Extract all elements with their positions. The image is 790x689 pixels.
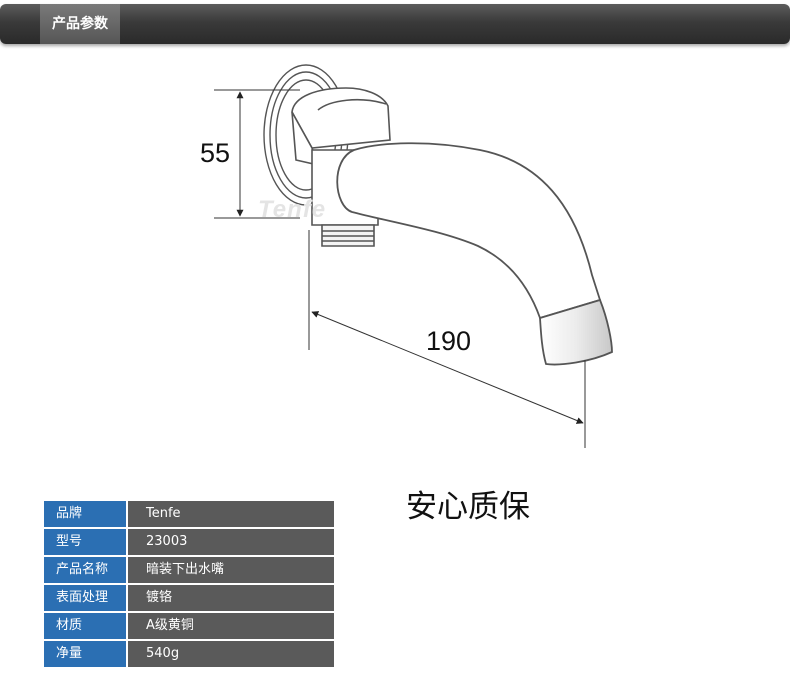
spec-key: 净量 <box>44 641 126 667</box>
faucet-spout <box>336 142 613 366</box>
faucet-body <box>291 87 391 247</box>
guarantee-text: 安心质保 <box>406 489 530 525</box>
spec-key: 表面处理 <box>44 585 126 611</box>
spec-key: 产品名称 <box>44 557 126 583</box>
product-dimension-diagram <box>214 64 613 448</box>
spec-row-product-name: 产品名称 暗装下出水嘴 <box>44 557 334 583</box>
spec-value: 暗装下出水嘴 <box>128 557 334 583</box>
spec-key: 型号 <box>44 529 126 555</box>
spec-value: Tenfe <box>128 501 334 527</box>
spec-row-surface: 表面处理 镀铬 <box>44 585 334 611</box>
faucet-drawing <box>214 64 613 448</box>
spec-row-material: 材质 A级黄铜 <box>44 613 334 639</box>
spec-value: 镀铬 <box>128 585 334 611</box>
spec-row-weight: 净量 540g <box>44 641 334 667</box>
spec-value: 23003 <box>128 529 334 555</box>
spec-value: A级黄铜 <box>128 613 334 639</box>
spec-value: 540g <box>128 641 334 667</box>
brand-watermark: Tenfe <box>258 196 327 223</box>
length-dimension-label: 190 <box>426 326 472 356</box>
section-header-bar <box>0 4 790 44</box>
height-dimension-label: 55 <box>200 138 231 168</box>
section-header-tab <box>40 4 120 44</box>
section-title: 产品参数 <box>52 16 108 32</box>
spec-key: 品牌 <box>44 501 126 527</box>
spec-row-brand: 品牌 Tenfe <box>44 501 334 527</box>
length-dimension <box>308 230 586 448</box>
spec-row-model: 型号 23003 <box>44 529 334 555</box>
height-dimension <box>214 89 300 219</box>
spec-key: 材质 <box>44 613 126 639</box>
